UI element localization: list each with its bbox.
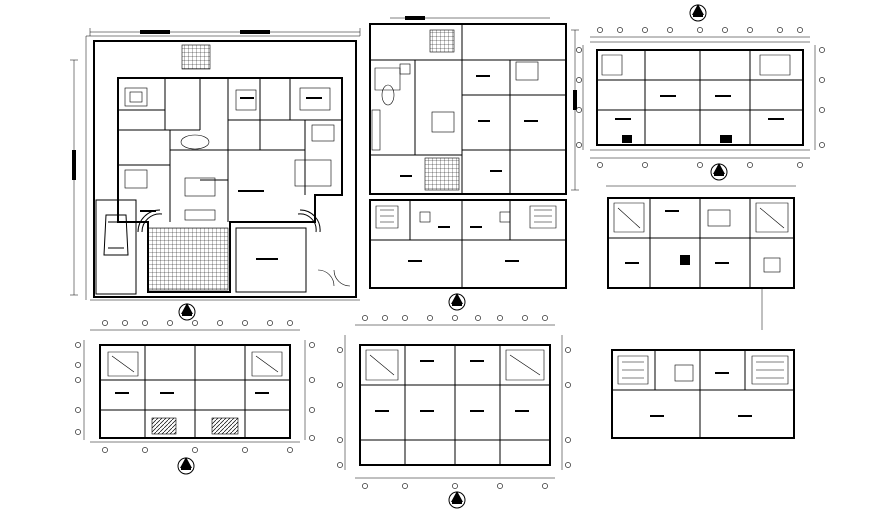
north-arrow-icon [178,302,196,321]
north-arrow-icon [177,456,195,475]
north-arrow-icon [448,292,466,311]
north-arrow-icon [689,3,707,22]
plan-row-top-right [576,27,825,168]
plan-bottom-left [75,320,315,453]
north-arrow-icon [448,490,466,509]
plan-row-bottom-right [611,349,795,439]
plan-large-house [70,28,361,301]
plan-duplex-upper [369,16,579,195]
plan-duplex-lower [369,199,567,289]
plan-row-mid-right [606,185,796,330]
plan-bottom-center [337,315,571,489]
north-arrow-icon [710,162,728,181]
